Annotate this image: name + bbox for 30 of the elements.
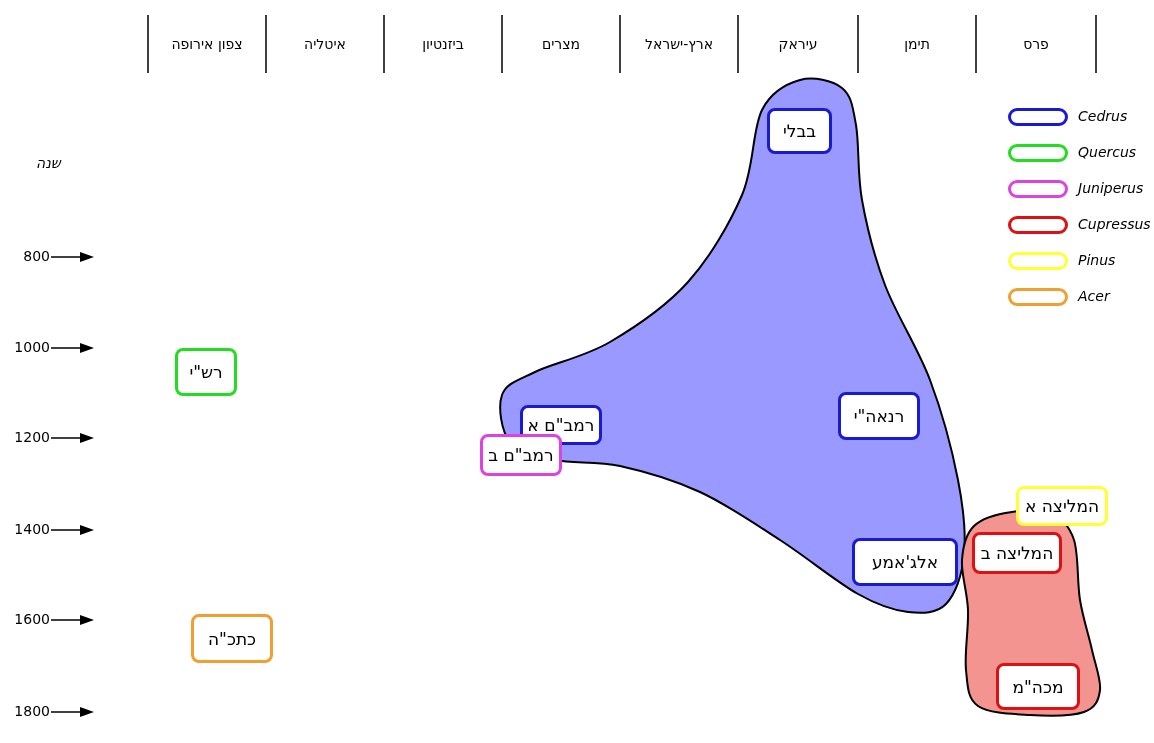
text-box: רמב"ם ב	[480, 434, 562, 476]
column-header: איטליה	[304, 36, 346, 52]
column-header: ארץ-ישראל	[644, 36, 714, 52]
text-box: המליצה א	[1016, 486, 1108, 526]
legend-label: Quercus	[1078, 144, 1137, 160]
year-label: 1800	[14, 703, 50, 719]
column-header: פרס	[1023, 36, 1049, 52]
legend-label: Acer	[1078, 288, 1110, 304]
column-header: מצרים	[541, 36, 581, 52]
text-box: אלג'אמע	[852, 538, 958, 586]
year-label: 1600	[14, 611, 50, 627]
year-label: 800	[23, 248, 50, 264]
axis-title: שנה	[36, 155, 61, 171]
column-header: תימן	[904, 36, 930, 52]
year-label: 1000	[14, 339, 50, 355]
year-label: 1400	[14, 521, 50, 537]
legend-label: Pinus	[1078, 252, 1116, 268]
legend-label: Cupressus	[1078, 216, 1151, 232]
column-header: ביזנטיון	[422, 36, 464, 52]
text-box: כתכ"ה	[191, 614, 273, 663]
text-box: בבלי	[767, 108, 832, 154]
text-box: רנאה"י	[838, 392, 920, 440]
column-header: עיראק	[778, 36, 818, 52]
text-box: מכה"מ	[996, 663, 1080, 710]
column-header: צפון אירופה	[171, 36, 243, 52]
legend-label: Cedrus	[1078, 108, 1128, 124]
text-box: רש"י	[175, 348, 237, 396]
text-box: המליצה ב	[972, 532, 1062, 574]
region-blob	[498, 78, 968, 615]
year-label: 1200	[14, 429, 50, 445]
